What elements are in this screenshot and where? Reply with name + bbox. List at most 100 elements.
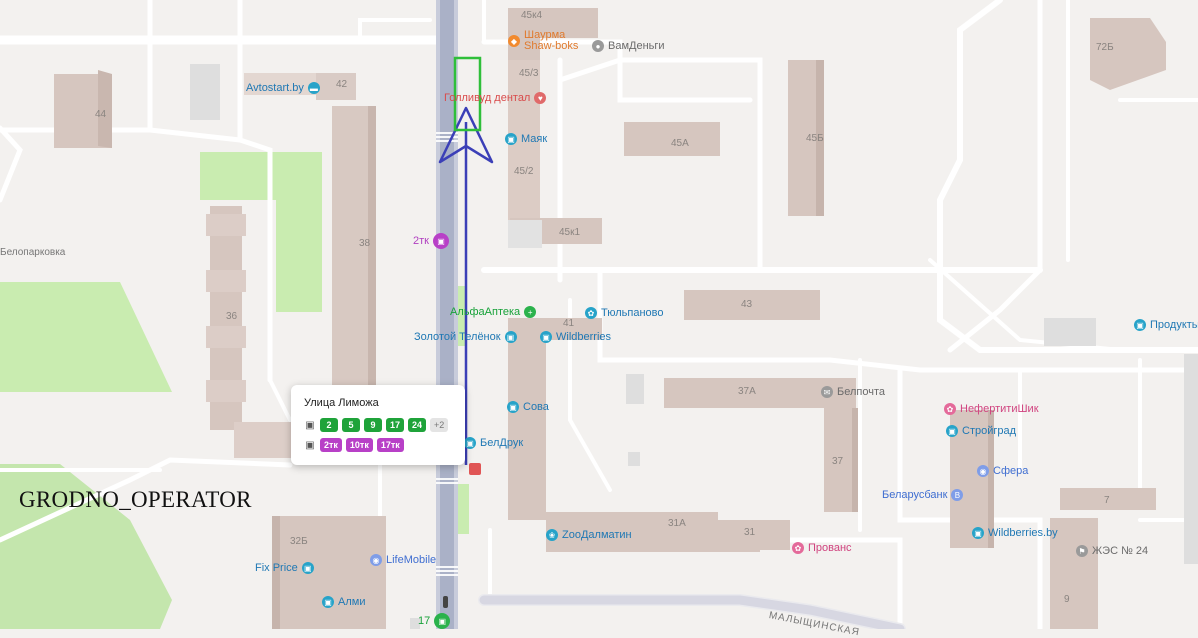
route-badge[interactable]: 24 xyxy=(408,418,427,432)
poi-label: ВамДеньги xyxy=(608,40,665,52)
park-area xyxy=(0,464,172,629)
poi-fixprice[interactable]: Fix Price▣ xyxy=(255,562,314,574)
poi-label: Avtostart.by xyxy=(246,82,304,94)
building-label: 72Б xyxy=(1096,42,1114,53)
paw-icon: ❀ xyxy=(546,529,558,541)
route-badge[interactable]: 17 xyxy=(386,418,405,432)
shop-icon[interactable] xyxy=(469,463,481,475)
building-label: 45Б xyxy=(806,133,824,144)
poi-label: Голливуд дентал xyxy=(444,92,531,104)
poi-label: Fix Price xyxy=(255,562,298,574)
poi-label: 2тк xyxy=(413,235,429,247)
poi-avtostart[interactable]: Avtostart.by▬ xyxy=(246,82,320,94)
poi-label: Прованс xyxy=(808,542,852,554)
poi-label: LifeMobile xyxy=(386,554,437,566)
route-badge[interactable]: 5 xyxy=(342,418,360,432)
poi-label: Wildberries.by xyxy=(988,527,1058,539)
route-badge[interactable]: 17тк xyxy=(376,438,404,452)
poi-label: Белпочта xyxy=(837,386,885,398)
car-icon: ▬ xyxy=(307,82,320,94)
flower-icon: ✿ xyxy=(585,307,597,319)
money-icon: ● xyxy=(592,40,604,52)
operator-label: GRODNO_OPERATOR xyxy=(19,487,252,512)
building-label: 42 xyxy=(336,79,348,90)
shop-icon: ▣ xyxy=(946,425,958,437)
route-badge[interactable]: 10тк xyxy=(345,438,373,452)
poi-label: Продукты xyxy=(1150,319,1198,331)
poi-label: ЖЭС № 24 xyxy=(1092,545,1149,557)
poi-label: Тюльпаново xyxy=(601,307,664,319)
poi-mayak[interactable]: ▣Маяк xyxy=(505,133,547,145)
flag-icon: ⚑ xyxy=(1076,545,1088,557)
building-label: 31 xyxy=(744,527,756,538)
building-label: 36 xyxy=(226,311,238,322)
beauty-icon: ✿ xyxy=(944,403,956,415)
shop-icon: ▣ xyxy=(507,401,519,413)
direction-arrow-icon xyxy=(438,106,494,164)
poi-provans[interactable]: ✿ Прованс xyxy=(792,542,852,554)
poi-zhes[interactable]: ⚑ ЖЭС № 24 xyxy=(1076,545,1148,557)
more-routes-badge[interactable]: +2 xyxy=(430,418,449,432)
pharmacy-icon: + xyxy=(524,306,537,318)
stop-name: Улица Лиможа xyxy=(304,397,379,409)
building-label: 32Б xyxy=(290,536,308,547)
poi-label: Алми xyxy=(338,596,366,608)
poi-zoodalmatin[interactable]: ❀ZооДалматин xyxy=(546,529,632,541)
phone-icon: ◉ xyxy=(370,554,382,566)
poi-sova[interactable]: ▣ Сова xyxy=(507,401,549,413)
poi-trolley-stop[interactable]: 2тк▣ xyxy=(413,233,449,249)
target-box xyxy=(453,56,482,132)
poi-stroigrad[interactable]: ▣ Стройград xyxy=(946,425,1016,437)
poi-label: Золотой Телёнок xyxy=(414,331,501,343)
service-icon: ◉ xyxy=(977,465,989,477)
poi-alfa[interactable]: АльфаАптека+ xyxy=(450,306,537,318)
poi-wildberries-by[interactable]: ▣ Wildberries.by xyxy=(972,527,1058,539)
building-label: 41 xyxy=(563,318,575,329)
poi-bus-stop-17[interactable]: 17▣ xyxy=(418,613,451,629)
route-badge[interactable]: 9 xyxy=(364,418,382,432)
poi-gollivud[interactable]: Голливуд дентал♥ xyxy=(444,92,547,104)
building-label: 43 xyxy=(741,299,753,310)
building-label: 45к1 xyxy=(559,227,581,238)
poi-tyulpanovo[interactable]: ✿ Тюльпаново xyxy=(585,307,664,319)
poi-sfera[interactable]: ◉ Сфера xyxy=(977,465,1028,477)
stop-popup[interactable]: Улица Лиможа ▣ 2 5 9 17 24 +2 ▣ 2тк 10тк… xyxy=(291,385,465,465)
trolleybus-stop-icon: ▣ xyxy=(432,233,449,249)
building-label: 45A xyxy=(671,138,689,149)
poi-beldruk[interactable]: ▣ БелДрук xyxy=(464,437,523,449)
poi-shawarma[interactable]: ◆Шаурма Shaw-boks xyxy=(508,30,580,52)
poi-vamdengi[interactable]: ● ВамДеньги xyxy=(592,40,665,52)
gift-icon: ✿ xyxy=(792,542,804,554)
poi-nefertitishik[interactable]: ✿ НефертитиШик xyxy=(944,403,1039,415)
poi-label: НефертитиШик xyxy=(960,403,1039,415)
poi-wildberries[interactable]: ▣ Wildberries xyxy=(540,331,611,343)
poi-label: БелДрук xyxy=(480,437,524,449)
shop-icon: ▣ xyxy=(301,562,314,574)
poi-zolotoy[interactable]: Золотой Телёнок▣ xyxy=(414,331,517,343)
tooth-icon: ♥ xyxy=(534,92,547,104)
shop-icon: ▣ xyxy=(540,331,552,343)
cart-icon: ▣ xyxy=(322,596,334,608)
building-label: 45/2 xyxy=(514,166,534,177)
route-badge[interactable]: 2тк xyxy=(320,438,342,452)
shop-icon: ▣ xyxy=(504,331,517,343)
building-label: 37 xyxy=(832,456,844,467)
poi-label: Шаурма Shaw-boks xyxy=(524,29,579,52)
route-badge[interactable]: 2 xyxy=(320,418,338,432)
shop-icon: ▣ xyxy=(464,437,476,449)
building-label: 9 xyxy=(1064,594,1070,605)
mail-icon: ✉ xyxy=(821,386,833,398)
poi-lifemobile[interactable]: ◉ LifeMobile xyxy=(370,554,436,566)
poi-label: Wildberries xyxy=(556,331,612,343)
building-label: 31A xyxy=(668,518,686,529)
poi-belpochta[interactable]: ✉ Белпочта xyxy=(821,386,885,398)
shop-icon: ▣ xyxy=(972,527,984,539)
poi-almi[interactable]: ▣ Алми xyxy=(322,596,365,608)
poi-label: Сфера xyxy=(993,465,1029,477)
poi-produkty[interactable]: ▣Продукты xyxy=(1134,319,1198,331)
poi-label: Сова xyxy=(523,401,549,413)
building-label: 38 xyxy=(359,238,371,249)
poi-label: Стройград xyxy=(962,425,1017,437)
